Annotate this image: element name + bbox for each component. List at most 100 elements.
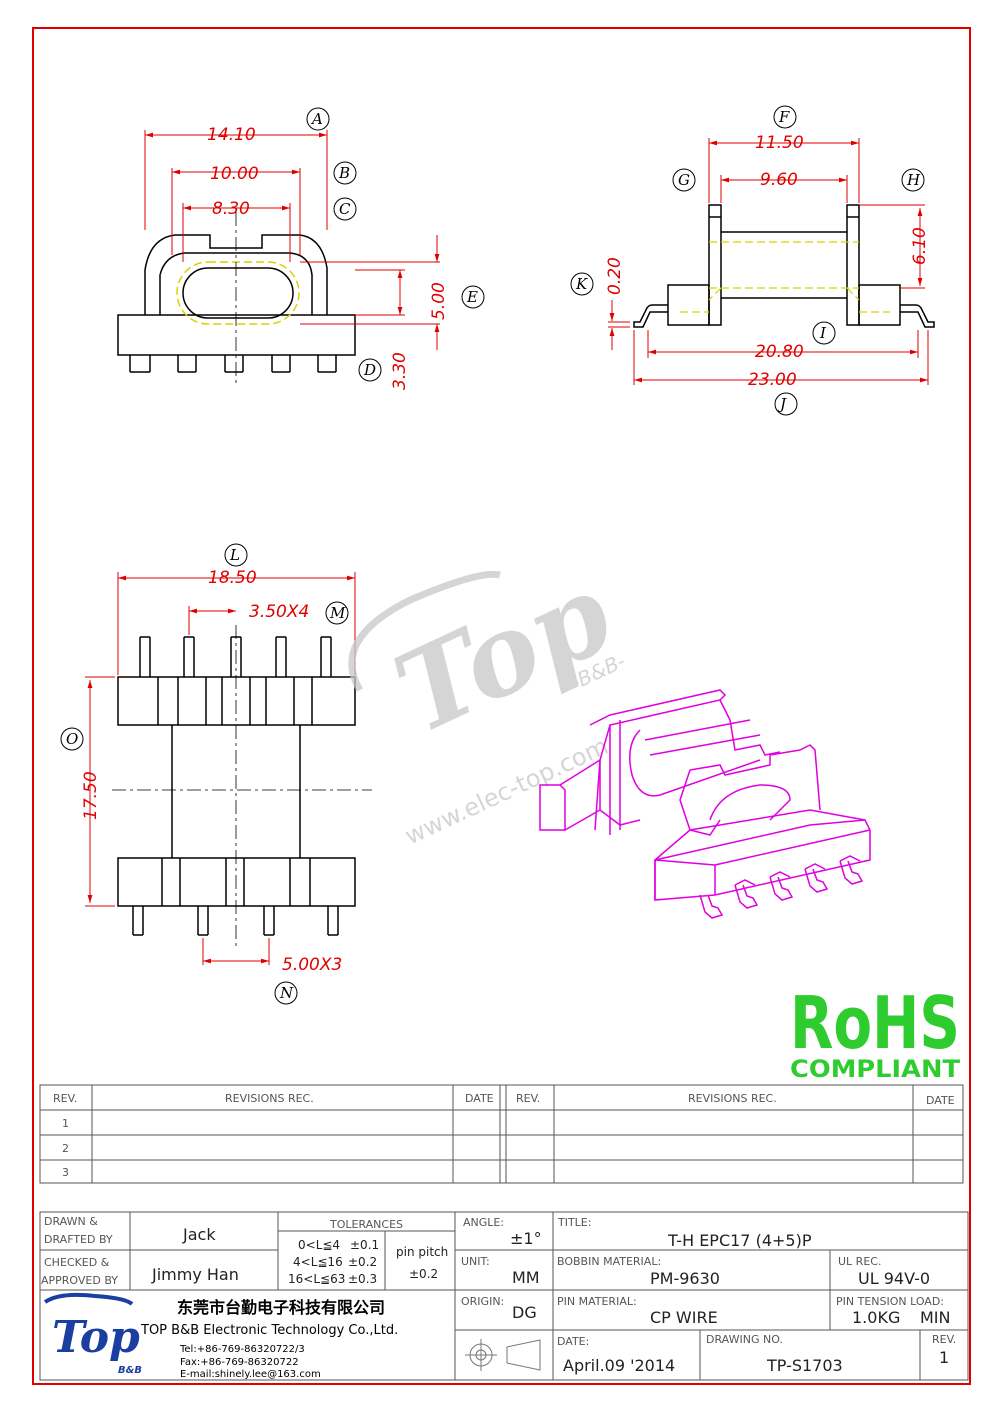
side-view-hidden [680, 241, 890, 313]
label-d: D [363, 361, 376, 379]
label-circles-front [306, 107, 485, 382]
origin-label: ORIGIN: [461, 1295, 504, 1308]
pin-material-label: PIN MATERIAL: [557, 1295, 637, 1308]
rohs-logo: RoHS COMPLIANT [790, 981, 961, 1083]
label-g: G [678, 171, 690, 189]
dim-d-text: 3.30 [390, 352, 410, 390]
drawn-label-2: DRAFTED BY [44, 1233, 113, 1246]
tol-range-2: 4<L≦16 [293, 1255, 343, 1269]
ul-label: UL REC. [838, 1255, 881, 1268]
pin-pitch-label: pin pitch [396, 1245, 448, 1259]
angle-value: ±1° [510, 1229, 542, 1248]
dim-e-text: 5.00 [429, 282, 449, 320]
company-logo-sub: B&B [118, 1365, 142, 1376]
origin-value: DG [512, 1303, 537, 1322]
ul-value: UL 94V-0 [858, 1269, 930, 1288]
rev-header-right: REV. [516, 1092, 540, 1105]
drawn-label-1: DRAWN & [44, 1215, 98, 1228]
dim-m-text: 3.50X4 [249, 602, 309, 622]
dim-a-text: 14.10 [207, 125, 256, 145]
tol-range-1: 0<L≦4 [298, 1238, 340, 1252]
tolerances-label: TOLERANCES [329, 1218, 403, 1231]
label-o: O [66, 730, 78, 748]
tol-value-2: ±0.2 [348, 1255, 377, 1269]
dim-c-text: 8.30 [212, 199, 250, 219]
label-k: K [575, 275, 588, 293]
revisions-header-right: REVISIONS REC. [688, 1092, 777, 1105]
rev-value: 1 [939, 1348, 949, 1367]
dim-j-text: 23.00 [748, 370, 797, 390]
checked-value: Jimmy Han [151, 1265, 239, 1284]
rev-header-left: REV. [53, 1092, 77, 1105]
isometric-part [539, 689, 871, 919]
company-name-cn: 东莞市台勤电子科技有限公司 [177, 1298, 385, 1317]
rohs-title: RoHS [790, 981, 960, 1065]
title-value: T-H EPC17 (4+5)P [667, 1231, 812, 1250]
company-name-en: TOP B&B Electronic Technology Co.,Ltd. [140, 1323, 398, 1338]
bobbin-value: PM-9630 [650, 1269, 720, 1288]
watermark: Top -B&B- www.elec-top.com [348, 549, 630, 850]
revisions-table [39, 1084, 964, 1184]
front-dim-lines [144, 130, 440, 350]
rev-row-2: 2 [62, 1142, 69, 1155]
unit-value: MM [512, 1268, 540, 1287]
drawn-value: Jack [182, 1225, 216, 1244]
front-view [117, 234, 356, 373]
dim-k-text: 0.20 [605, 257, 625, 295]
tension-label: PIN TENSION LOAD: [836, 1295, 944, 1308]
bottom-dim-lines [85, 572, 356, 965]
bottom-view-centerlines [112, 625, 372, 948]
company-logo: Top B&B [43, 1292, 142, 1376]
rev-row-1: 1 [62, 1117, 69, 1130]
company-tel: Tel:+86-769-86320722/3 [179, 1344, 305, 1355]
tol-value-1: ±0.1 [350, 1238, 379, 1252]
checked-label-2: APPROVED BY [41, 1274, 118, 1287]
label-f: F [778, 108, 790, 126]
date-label: DATE: [557, 1335, 589, 1348]
label-circles-bottom [60, 543, 349, 1005]
checked-label-1: CHECKED & [44, 1256, 110, 1269]
company-logo-text: Top [52, 1312, 140, 1363]
tension-min: MIN [920, 1308, 951, 1327]
watermark-logo: Top [376, 549, 629, 759]
rev-label: REV. [932, 1333, 956, 1346]
tol-range-3: 16<L≦63 [288, 1272, 345, 1286]
date-header-left: DATE [465, 1092, 494, 1105]
company-email: E-mail:shinely.lee@163.com [180, 1369, 321, 1380]
company-fax: Fax:+86-769-86320722 [180, 1357, 299, 1368]
pin-pitch-value: ±0.2 [409, 1267, 438, 1281]
label-e: E [466, 288, 478, 306]
unit-label: UNIT: [461, 1255, 490, 1268]
title-label: TITLE: [557, 1216, 591, 1229]
sheet-border [32, 27, 971, 1385]
bottom-view [117, 636, 356, 936]
dim-l-text: 18.50 [208, 568, 257, 588]
rev-row-3: 3 [62, 1166, 69, 1179]
dim-f-text: 11.50 [755, 133, 804, 153]
label-l: L [229, 546, 240, 564]
label-m: M [329, 604, 346, 622]
dim-b-text: 10.00 [210, 164, 259, 184]
tension-value: 1.0KG [852, 1308, 900, 1327]
bobbin-label: BOBBIN MATERIAL: [557, 1255, 661, 1268]
dim-n-text: 5.00X3 [282, 955, 342, 975]
side-view [633, 204, 935, 328]
dim-o-text: 17.50 [81, 771, 101, 820]
date-header-right: DATE [926, 1094, 955, 1107]
date-value: April.09 '2014 [563, 1356, 675, 1375]
revisions-header-left: REVISIONS REC. [225, 1092, 314, 1105]
tol-value-3: ±0.3 [348, 1272, 377, 1286]
pin-material-value: CP WIRE [650, 1308, 718, 1327]
dim-g-text: 9.60 [760, 170, 798, 190]
side-dim-lines [608, 138, 929, 385]
label-n: N [279, 984, 294, 1002]
label-c: C [339, 200, 351, 218]
label-j: J [777, 395, 787, 413]
label-a: A [310, 110, 323, 128]
drawing-no-value: TP-S1703 [766, 1356, 843, 1375]
projection-symbol [465, 1339, 541, 1371]
rohs-sub: COMPLIANT [790, 1055, 961, 1083]
dim-h-text: 6.10 [910, 227, 930, 265]
angle-label: ANGLE: [463, 1216, 504, 1229]
